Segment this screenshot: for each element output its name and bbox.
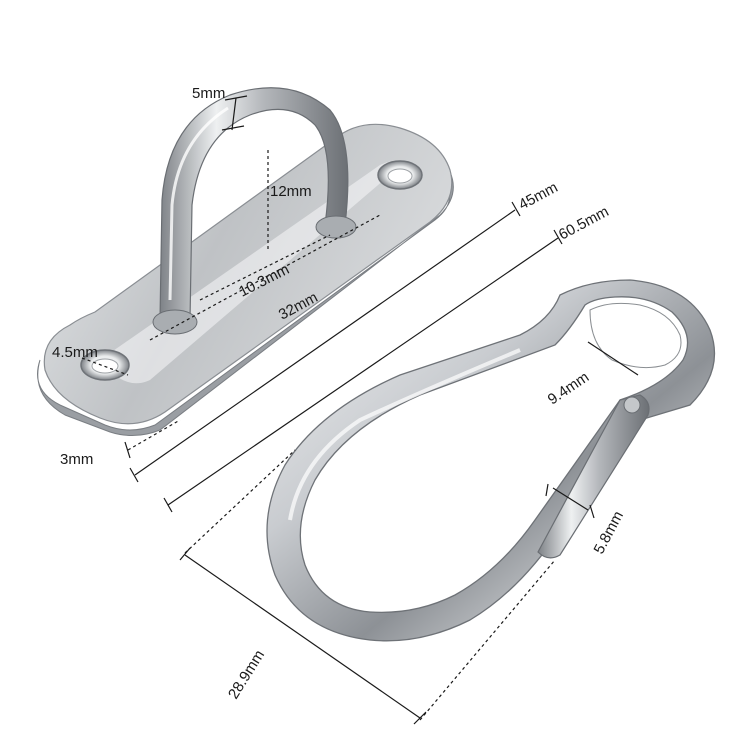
loop-highlight: [168, 106, 229, 301]
dim-line-loop-width: [199, 234, 331, 301]
dim-line-base-width: [149, 214, 381, 341]
label-hook-eye: 9.4mm: [545, 369, 593, 409]
dim-line-rod: [231, 97, 237, 131]
label-total-length: 60.5mm: [556, 203, 612, 243]
dimension-lines: [81, 95, 639, 725]
dim-line-gate: [552, 487, 589, 511]
dim-line-hole: [81, 357, 129, 376]
label-gate-diameter: 5.8mm: [591, 508, 628, 556]
label-hole-diameter: 4.5mm: [52, 344, 98, 361]
label-base-thickness: 3mm: [60, 451, 93, 468]
label-loop-height: 12mm: [270, 183, 312, 200]
label-rod-diameter: 5mm: [192, 85, 225, 102]
dim-line-hook-width: [184, 554, 421, 719]
label-hook-width: 28.9mm: [225, 647, 268, 702]
hook-body: [266, 279, 716, 642]
label-base-length: 45mm: [516, 179, 561, 214]
dim-line-eye: [587, 341, 639, 376]
snap-hook: [266, 279, 716, 642]
pad-eye-plate: [37, 87, 454, 436]
dim-line-thickness: [127, 419, 181, 451]
hook-gate: [537, 394, 650, 559]
loop-foot-left: [152, 309, 198, 335]
dim-line-base-length: [134, 209, 516, 476]
loop-foot-right: [315, 215, 357, 239]
hook-eye-opening: [589, 302, 682, 369]
dim-line-total-length: [167, 237, 559, 506]
gate-pin: [623, 396, 641, 414]
hook-highlight: [288, 348, 521, 521]
plate-hole-right-inner: [387, 168, 413, 184]
